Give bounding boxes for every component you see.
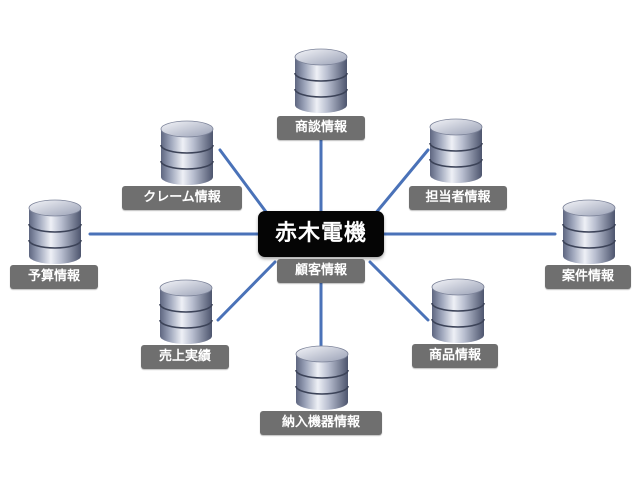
database-icon xyxy=(159,120,215,186)
hub-label-customer-info: 顧客情報 xyxy=(277,259,365,283)
database-icon xyxy=(561,199,617,265)
connector-uriage xyxy=(216,260,277,322)
database-icon xyxy=(430,278,486,344)
hub-company-name: 赤木電機 xyxy=(258,211,384,257)
connector-shohin xyxy=(368,260,430,322)
connector-tantosha xyxy=(368,148,430,222)
db-label-shodan: 商談情報 xyxy=(277,116,365,140)
database-icon xyxy=(294,345,350,411)
database-icon xyxy=(428,118,484,184)
database-icon xyxy=(293,48,349,114)
db-label-claim: クレーム情報 xyxy=(122,186,242,210)
connector-claim xyxy=(218,148,274,222)
db-label-yosan: 予算情報 xyxy=(10,265,98,289)
db-label-nonyu: 納入機器情報 xyxy=(260,411,382,435)
db-label-anken: 案件情報 xyxy=(545,265,631,289)
database-icon xyxy=(158,279,214,345)
db-label-tantosha: 担当者情報 xyxy=(409,186,507,210)
database-icon xyxy=(27,199,83,265)
db-label-uriage: 売上実績 xyxy=(141,345,229,369)
db-label-shohin: 商品情報 xyxy=(412,344,498,368)
